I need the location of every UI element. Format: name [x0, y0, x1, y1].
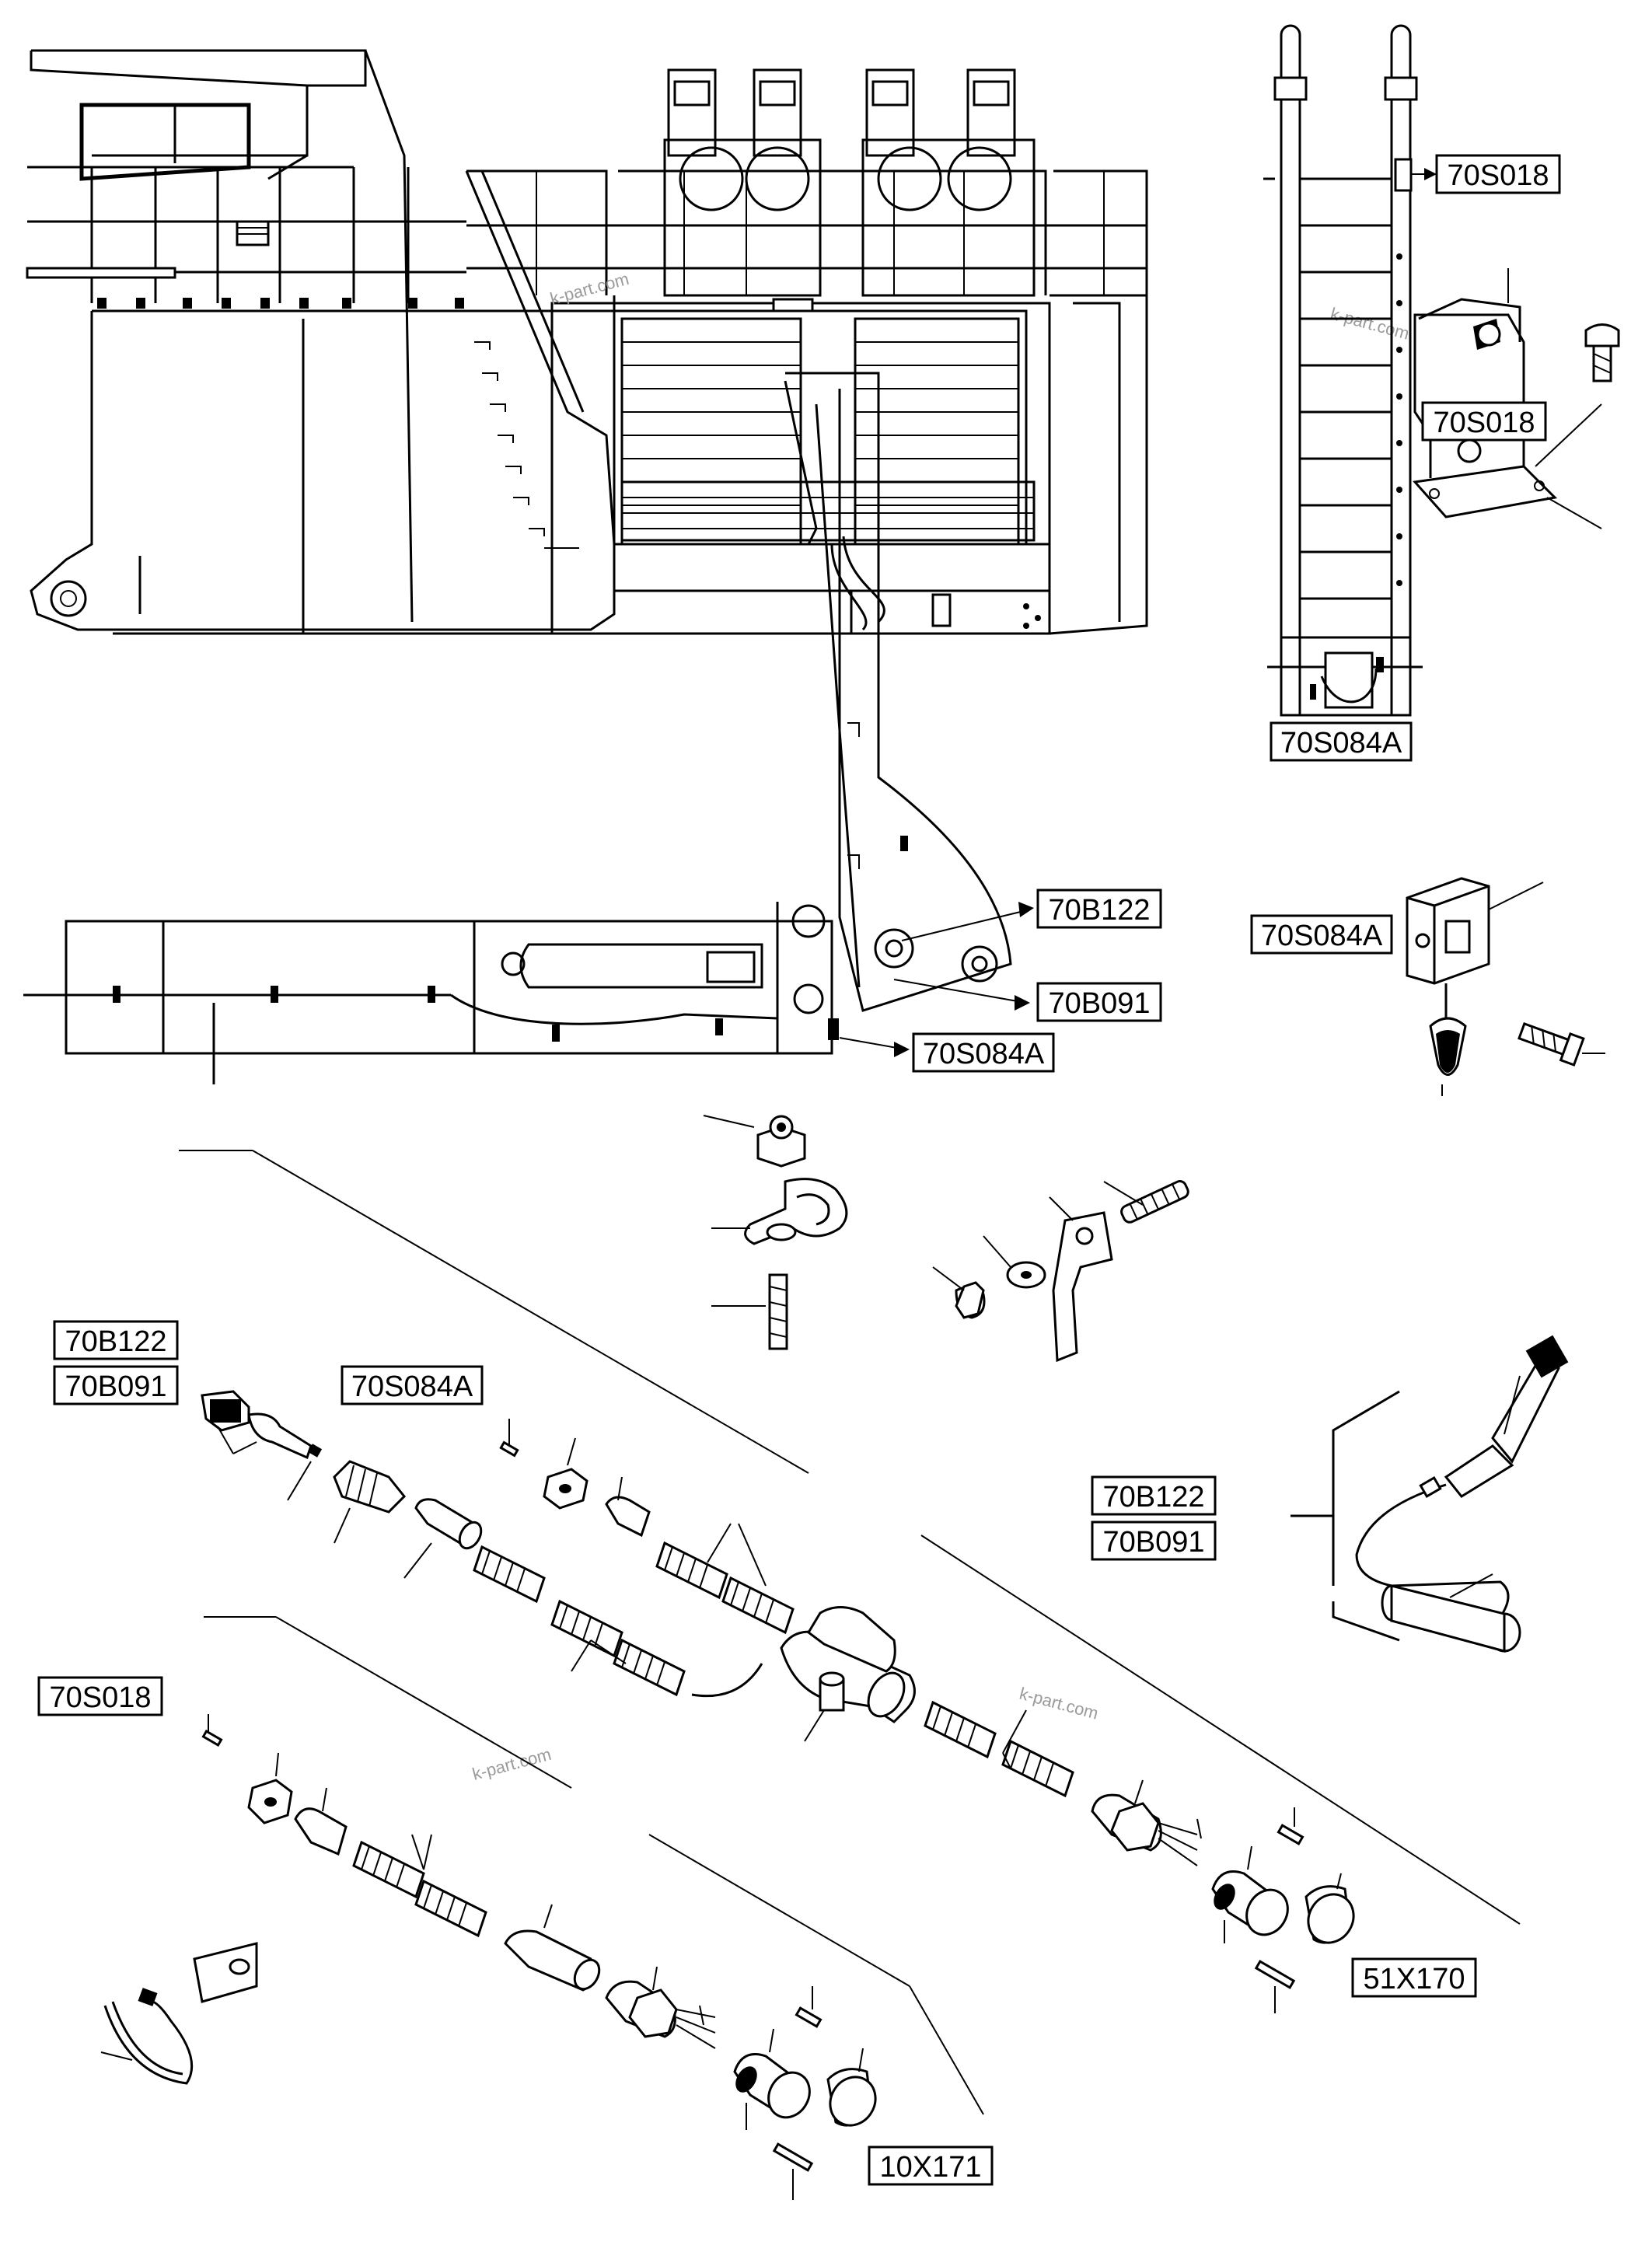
- label-text: 70B122: [1048, 894, 1150, 927]
- part-label-70b091-boom: 70B091: [1036, 982, 1162, 1022]
- bracket-hardware: [932, 1180, 1189, 1363]
- watermark-4: k-part.com: [470, 1744, 554, 1784]
- part-label-70s018-ladder: 70S018: [1411, 154, 1561, 194]
- label-text: 70B091: [1048, 987, 1150, 1020]
- machine-side-view: [26, 49, 1148, 635]
- label-text: 10X171: [879, 2151, 981, 2184]
- label-text: 70S084A: [1280, 727, 1402, 759]
- label-text: 70B122: [1102, 1481, 1204, 1514]
- label-text: 70S018: [1433, 407, 1535, 439]
- part-label-70b122-assembly: 70B122: [53, 1320, 179, 1360]
- part-label-70s084a-ladder: 70S084A: [1270, 721, 1413, 762]
- stair-steps: [474, 341, 579, 549]
- part-label-70b091-cable: 70B091: [1091, 1521, 1217, 1561]
- switch-exploded-assembly: [100, 1616, 984, 2200]
- watermark-3: k-part.com: [1018, 1684, 1101, 1723]
- part-label-70s084a-detail: 70S084A: [1250, 914, 1393, 955]
- boom-clips: [113, 986, 723, 1042]
- proximity-switch-detail: [1406, 877, 1605, 1096]
- part-label-10x171: 10X171: [868, 2146, 994, 2186]
- label-text: 70B091: [65, 1370, 166, 1403]
- part-label-70s084a-boom: 70S084A: [912, 1032, 1055, 1073]
- sensor-cable-detail: [1291, 1335, 1569, 1653]
- sensor-exploded-assembly: [179, 1150, 1521, 2013]
- tanks: [663, 68, 1036, 297]
- part-label-70s084a-assembly: 70S084A: [341, 1365, 484, 1405]
- bolt-row: [97, 298, 464, 309]
- part-label-70s018-box: 70S018: [1421, 401, 1547, 442]
- clamp-assembly: [703, 1115, 848, 1350]
- label-text: 70S084A: [351, 1370, 473, 1403]
- part-label-70b122-cable: 70B122: [1091, 1475, 1217, 1516]
- part-label-51x170: 51X170: [1351, 1957, 1477, 1998]
- label-text: 70S084A: [1261, 920, 1383, 952]
- boom-view: [23, 372, 1034, 1084]
- label-text: 70S018: [1447, 159, 1549, 192]
- label-text: 70S018: [49, 1681, 151, 1714]
- label-text: 70B122: [65, 1325, 166, 1358]
- part-label-70b122-boom: 70B122: [1036, 889, 1162, 929]
- part-label-70b091-assembly: 70B091: [53, 1365, 179, 1405]
- label-text: 70B091: [1102, 1526, 1204, 1559]
- ladder-view: [1263, 24, 1620, 717]
- label-text: 70S084A: [923, 1038, 1045, 1070]
- watermark-2: k-part.com: [1329, 304, 1412, 344]
- part-label-70s018-assembly: 70S018: [37, 1676, 163, 1716]
- corrugated-hose: [473, 1541, 795, 1697]
- label-text: 51X170: [1363, 1963, 1465, 1995]
- ladder-rungs: [1300, 177, 1392, 600]
- ladder-rivets: [1396, 253, 1402, 586]
